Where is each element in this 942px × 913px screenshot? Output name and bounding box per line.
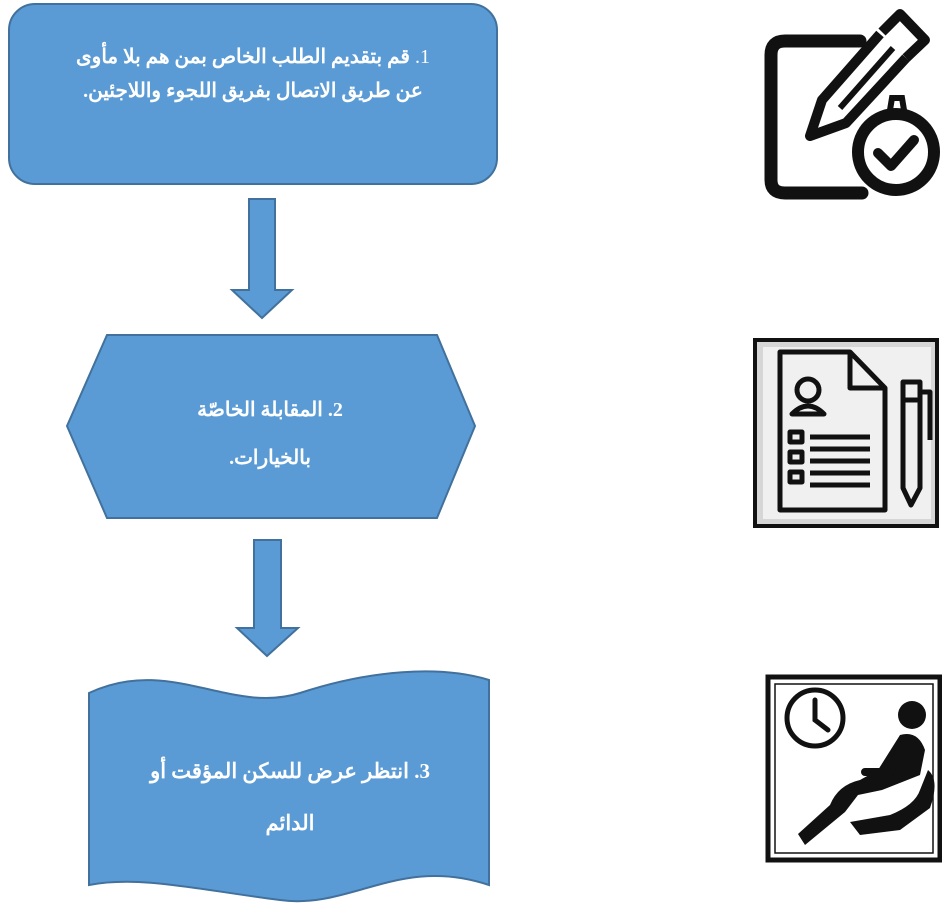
- step-2-line-1-text: المقابلة الخاصّة: [197, 399, 323, 421]
- step-3-tape: [88, 670, 490, 903]
- waiting-clock-seat-icon: [765, 674, 942, 863]
- step-1-line-1-text: قم بتقديم الطلب الخاص بمن هم بلا مأوى: [76, 46, 410, 68]
- step-1-number: 1.: [414, 46, 430, 68]
- step-2-line-2: بالخيارات.: [229, 447, 311, 469]
- step-2-text: 2. المقابلة الخاصّة بالخيارات.: [130, 386, 410, 482]
- interview-document-pen-icon: [753, 338, 939, 528]
- step-3-line-1-text: انتظر عرض للسكن المؤقت أو: [150, 759, 409, 783]
- step-2-hexagon: [65, 334, 477, 519]
- step-2-number: 2.: [327, 399, 343, 421]
- step-1-line-2: عن طريق الاتصال بفريق اللجوء واللاجئين.: [83, 80, 423, 102]
- apply-form-check-icon: [764, 9, 940, 200]
- step-2-line-1: 2. المقابلة الخاصّة: [130, 386, 410, 434]
- arrow-down-1: [229, 198, 295, 320]
- step-1-text: 1. قم بتقديم الطلب الخاص بمن هم بلا مأوى…: [20, 40, 486, 108]
- arrow-down-2: [234, 539, 301, 658]
- step-3-line-1: 3. انتظر عرض للسكن المؤقت أو: [100, 745, 480, 797]
- step-1-box: [8, 3, 498, 185]
- step-3-text: 3. انتظر عرض للسكن المؤقت أو الدائم: [100, 745, 480, 849]
- step-3-number: 3.: [414, 759, 430, 783]
- step-1-line-1: 1. قم بتقديم الطلب الخاص بمن هم بلا مأوى: [20, 40, 486, 74]
- step-3-line-2: الدائم: [265, 811, 315, 835]
